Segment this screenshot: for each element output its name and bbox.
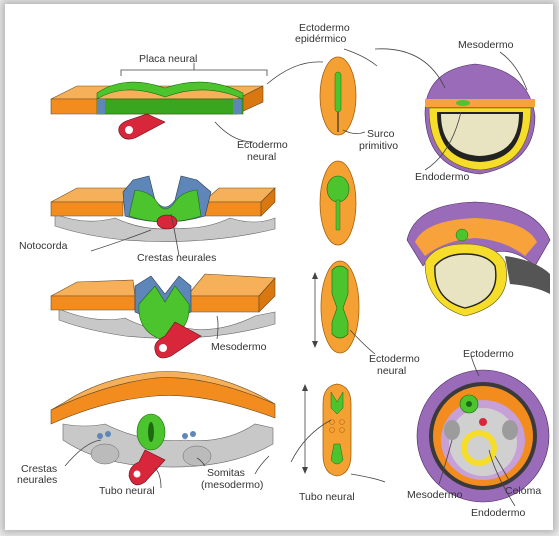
stage-4-cross-section (417, 370, 549, 502)
label-mesodermo-mid: Mesodermo (211, 341, 267, 353)
label-mesodermo-top: Mesodermo (458, 39, 514, 51)
label-somitas-2: (mesodermo) (201, 479, 263, 491)
stage-4-embryo-top-view (302, 384, 351, 476)
stage-1-embryo-top-view (320, 57, 356, 135)
label-ectodermo-neural-1a: Ectodermo (237, 139, 288, 151)
label-ectodermo-neural-2a: Ectodermo (369, 353, 420, 365)
label-endodermo-top: Endodermo (415, 171, 469, 183)
label-tubo-neural-mid: Tubo neural (299, 491, 355, 503)
label-ectodermo-neural-2b: neural (377, 365, 406, 377)
label-mesodermo-low: Mesodermo (407, 489, 463, 501)
stage-1-slab (51, 82, 263, 139)
neurulation-diagram: Placa neural Ectodermo epidérmico Mesode… (5, 4, 553, 530)
label-celoma: Celoma (505, 485, 541, 497)
label-crestas-neurales-low-2: neurales (17, 474, 57, 486)
label-surco-primitivo-1: Surco (367, 128, 395, 140)
label-ectodermo-epidermico-2: epidérmico (295, 33, 347, 45)
stage-3-embryo-top-view (312, 261, 359, 353)
label-tubo-neural-left: Tubo neural (99, 485, 155, 497)
label-somitas-1: Somitas (207, 467, 245, 479)
label-crestas-neurales-mid: Crestas neurales (137, 252, 216, 264)
figure-frame: Placa neural Ectodermo epidérmico Mesode… (5, 4, 553, 530)
label-notocorda: Notocorda (19, 240, 68, 252)
label-placa-neural: Placa neural (139, 53, 197, 65)
label-ectodermo-neural-1b: neural (247, 151, 276, 163)
label-endodermo-low: Endodermo (471, 507, 525, 519)
stage-2-slab (51, 176, 275, 242)
label-ectodermo-right: Ectodermo (463, 348, 514, 360)
label-surco-primitivo-2: primitivo (359, 140, 398, 152)
stage-2-embryo-top-view (320, 161, 356, 245)
stage-1-cross-section (425, 64, 535, 174)
stage-2-cross-section (407, 202, 550, 316)
